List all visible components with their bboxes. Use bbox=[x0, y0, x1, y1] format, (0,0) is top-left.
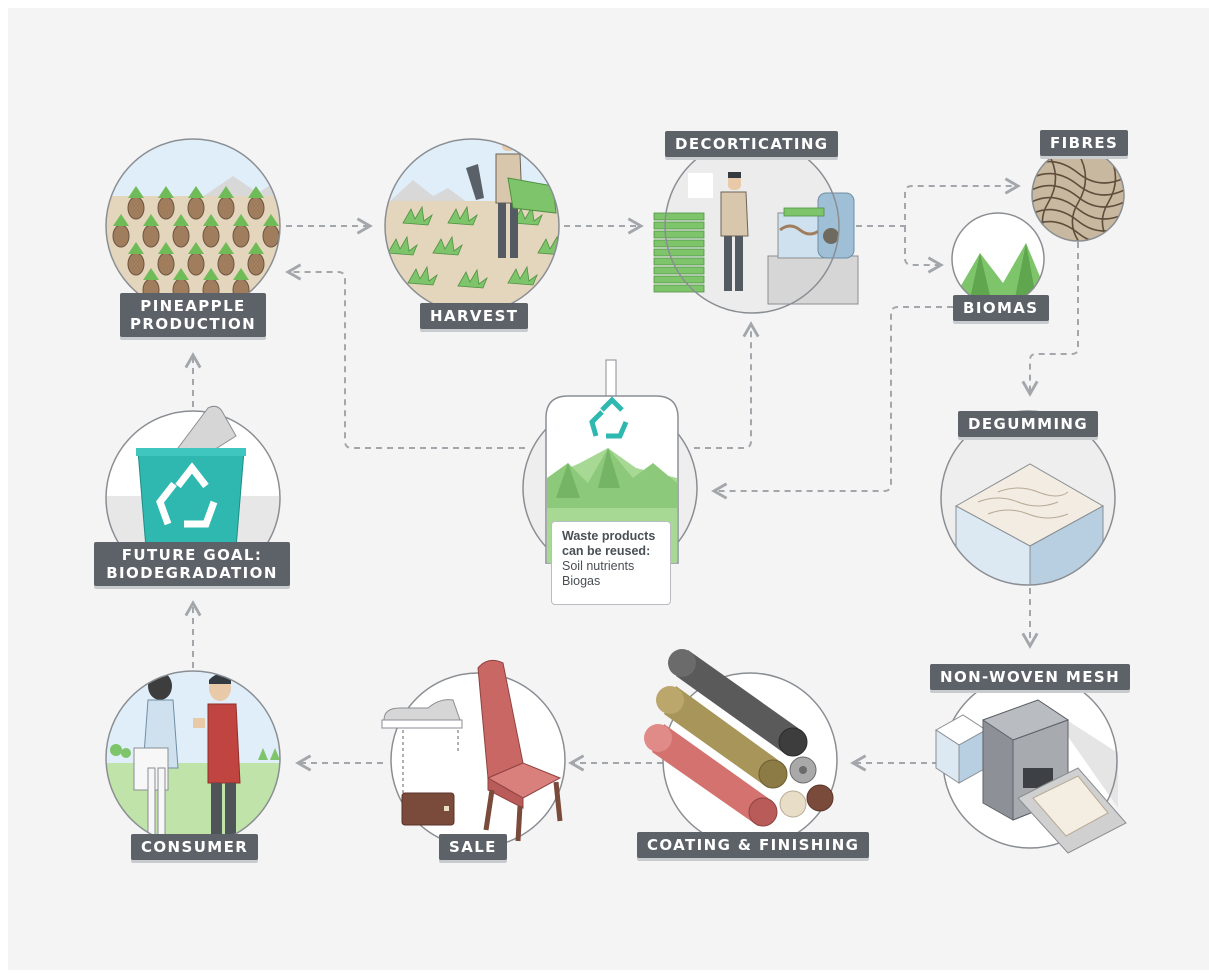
decorticating-illustration bbox=[653, 138, 859, 314]
label-non-woven-mesh: NON-WOVEN MESH bbox=[930, 664, 1131, 690]
label-decorticating: DECORTICATING bbox=[665, 131, 839, 157]
label-consumer: CONSUMER bbox=[131, 834, 259, 860]
harvest-illustration bbox=[384, 138, 560, 314]
waste-note-item: Biogas bbox=[562, 574, 601, 588]
consumer-illustration bbox=[105, 670, 281, 846]
arrow-decorticating-to-biomas bbox=[904, 226, 944, 274]
label-line: PINEAPPLE bbox=[140, 297, 246, 315]
label-harvest: HARVEST bbox=[420, 303, 529, 329]
waste-note-item: Soil nutrients bbox=[562, 559, 635, 573]
leaf-stack-icon bbox=[653, 212, 705, 293]
process-diagram: PINEAPPLE PRODUCTION HARVEST DECORTICATI… bbox=[8, 8, 1209, 970]
connector-arrows bbox=[184, 177, 1079, 772]
sale-illustration bbox=[381, 659, 566, 848]
label-line: FUTURE GOAL: bbox=[121, 546, 263, 564]
diagram-artwork bbox=[105, 138, 1127, 854]
recycle-icon bbox=[589, 396, 629, 439]
recycle-icon bbox=[156, 462, 218, 528]
machine-icon bbox=[767, 192, 859, 305]
biomas-illustration bbox=[951, 212, 1045, 306]
label-line: BIODEGRADATION bbox=[106, 564, 278, 582]
label-biomas: BIOMAS bbox=[953, 295, 1049, 321]
non-woven-mesh-illustration bbox=[935, 673, 1127, 854]
waste-note-title: can be reused: bbox=[562, 544, 651, 558]
label-degumming: DEGUMMING bbox=[958, 411, 1099, 437]
arrow-waste-to-pineapple bbox=[285, 263, 525, 449]
shoe-icon bbox=[177, 405, 237, 461]
degumming-illustration bbox=[940, 410, 1116, 586]
fibres-illustration bbox=[1031, 148, 1125, 242]
arrow-biomas-to-waste bbox=[711, 306, 953, 500]
coating-finishing-illustration bbox=[644, 649, 838, 848]
chair-icon bbox=[477, 659, 563, 842]
label-coating-finishing: COATING & FINISHING bbox=[637, 832, 870, 858]
arrow-waste-to-decorticating bbox=[694, 321, 760, 449]
biodegradation-illustration bbox=[105, 405, 281, 586]
arrow-decorticating-to-fibres bbox=[856, 177, 1021, 227]
arrow-fibres-to-degumming bbox=[1021, 242, 1079, 397]
label-fibres: FIBRES bbox=[1040, 130, 1129, 156]
bag-icon bbox=[401, 792, 455, 826]
bin-icon bbox=[136, 448, 246, 549]
label-future-goal: FUTURE GOAL: BIODEGRADATION bbox=[94, 542, 290, 586]
person-icon bbox=[133, 672, 179, 839]
press-icon bbox=[935, 699, 1127, 854]
shoe-icon bbox=[381, 699, 463, 729]
cube-icon bbox=[941, 411, 1115, 585]
label-line: PRODUCTION bbox=[130, 315, 257, 333]
waste-note-card: Waste products can be reused: Soil nutri… bbox=[551, 521, 671, 605]
person-icon bbox=[720, 172, 749, 291]
label-sale: SALE bbox=[439, 834, 507, 860]
label-pineapple-production: PINEAPPLE PRODUCTION bbox=[120, 293, 266, 337]
roll-icon bbox=[644, 649, 834, 827]
pineapple-production-illustration bbox=[105, 138, 281, 314]
person-icon bbox=[193, 674, 241, 843]
waste-note-title: Waste products bbox=[562, 529, 656, 543]
